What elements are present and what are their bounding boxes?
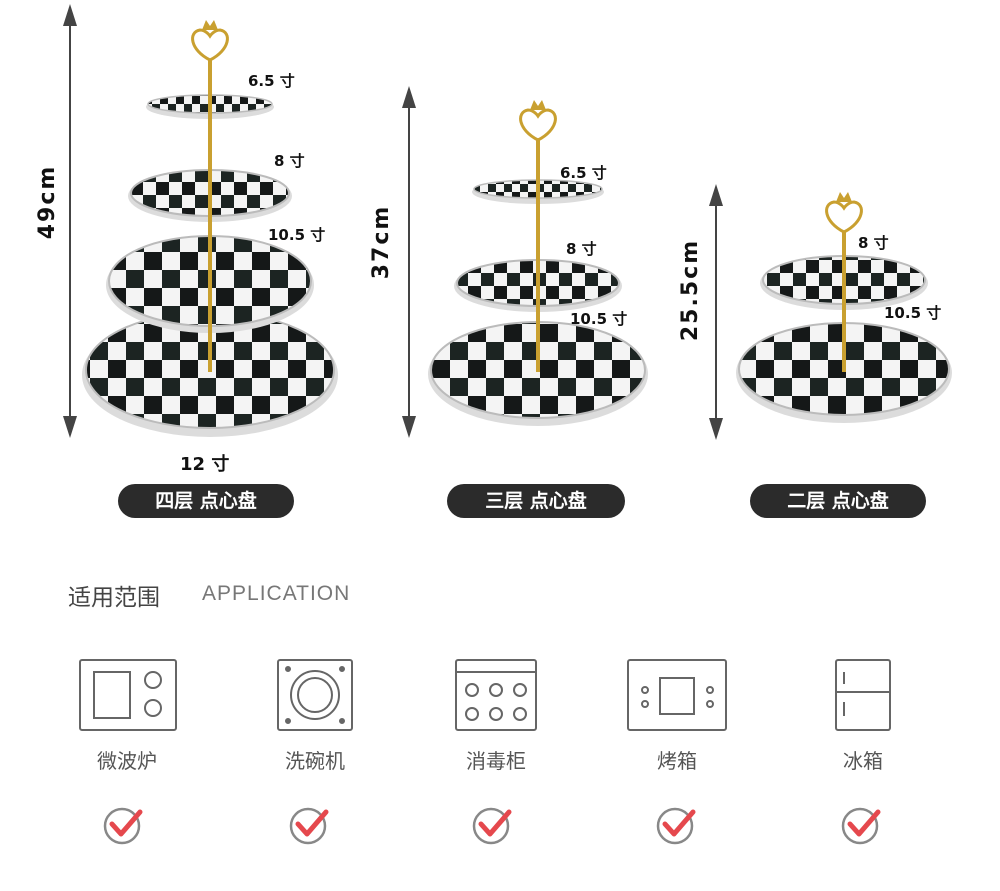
- application-label-microwave: 微波炉: [97, 749, 157, 773]
- application-label-sterilizer: 消毒柜: [466, 749, 526, 773]
- application-label-dishwasher: 洗碗机: [285, 749, 345, 773]
- tier-label: 8 寸: [858, 234, 889, 252]
- height-arrow-2tier: [709, 184, 723, 440]
- sterilizer-icon: [455, 659, 537, 731]
- check-icon: [472, 807, 512, 845]
- check-icon: [656, 807, 696, 845]
- check-icon: [103, 807, 143, 845]
- oven-icon: [627, 659, 727, 731]
- tier-label: 8 寸: [274, 152, 305, 170]
- section-subtitle: APPLICATION: [202, 582, 351, 605]
- tier-label: 6.5 寸: [248, 72, 295, 90]
- fridge-icon: [835, 659, 891, 731]
- section-title: 适用范围: [68, 585, 160, 611]
- tier-label: 10.5 寸: [570, 310, 628, 328]
- check-icon: [289, 807, 329, 845]
- stand-2tier: [736, 192, 952, 423]
- stand-name-pill: 二层 点心盘: [750, 484, 926, 518]
- application-label-fridge: 冰箱: [843, 749, 883, 773]
- height-arrow-4tier: [63, 4, 77, 438]
- tier-label: 8 寸: [566, 240, 597, 258]
- stand-4tier: [82, 20, 338, 437]
- tier-label: 10.5 寸: [884, 304, 942, 322]
- microwave-icon: [79, 659, 177, 731]
- tier-label: 10.5 寸: [268, 226, 326, 244]
- stand-name-pill: 三层 点心盘: [447, 484, 625, 518]
- stand-name-pill: 四层 点心盘: [118, 484, 294, 518]
- tier-label: 6.5 寸: [560, 164, 607, 182]
- dishwasher-icon: [277, 659, 353, 731]
- base-size-label: 12 寸: [180, 454, 230, 475]
- check-icon: [841, 807, 881, 845]
- stand-3tier: [428, 100, 648, 426]
- application-label-oven: 烤箱: [657, 749, 697, 773]
- height-arrow-3tier: [402, 86, 416, 438]
